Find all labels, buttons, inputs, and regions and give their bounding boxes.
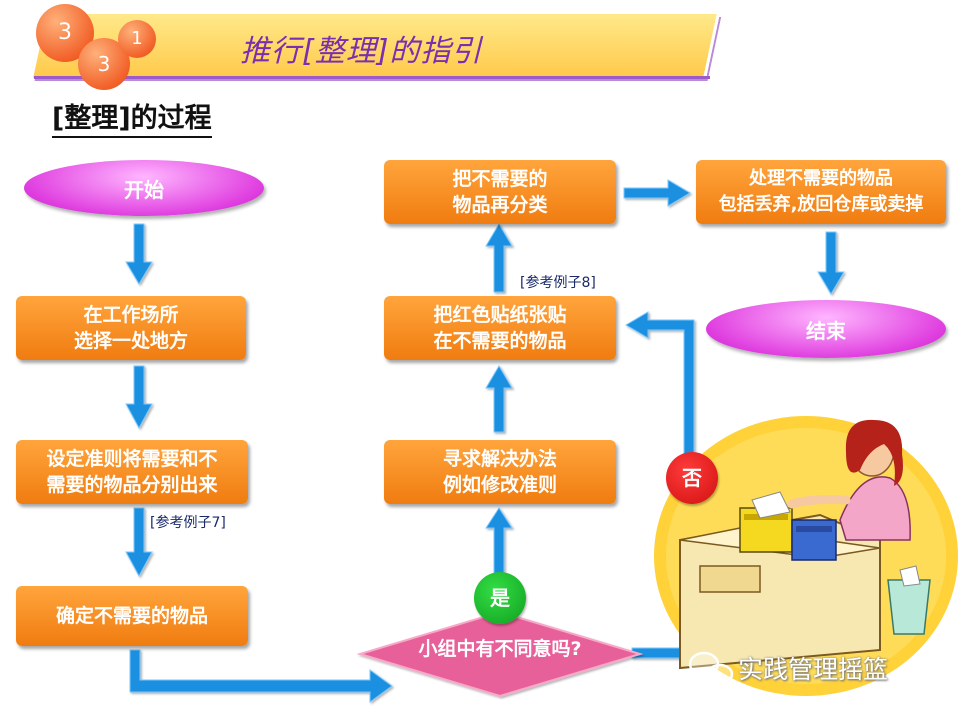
sticker-line1: 把红色贴纸张贴 <box>433 304 567 326</box>
step2-line2: 需要的物品分别出来 <box>46 474 218 496</box>
step-reclassify: 把不需要的 物品再分类 <box>384 160 616 224</box>
decision-diamond <box>356 610 644 698</box>
step1-line2: 选择一处地方 <box>73 330 188 352</box>
item-number-circle: 1 <box>118 20 156 58</box>
solve-line2: 例如修改准则 <box>442 474 557 496</box>
arrow-sticker-to-reclass <box>485 223 513 293</box>
arrow-step2-to-step3 <box>125 507 153 578</box>
watermark-text: 实践管理摇篮 <box>738 655 889 684</box>
reference-example-8: [参考例子8] <box>520 275 596 291</box>
step-set-criteria: 设定准则将需要和不 需要的物品分别出来 <box>16 440 248 504</box>
end-label: 结束 <box>806 318 846 343</box>
step1-line1: 在工作场所 <box>83 304 179 326</box>
banner-underline <box>34 76 710 79</box>
step-red-tag: 把红色贴纸张贴 在不需要的物品 <box>384 296 616 360</box>
end-oval: 结束 <box>706 300 946 358</box>
yes-badge: 是 <box>474 572 526 624</box>
arrow-decision-to-solve <box>485 507 513 575</box>
sticker-line2: 在不需要的物品 <box>433 330 567 352</box>
reference-example-7: [参考例子7] <box>150 515 226 531</box>
step-dispose-items: 处理不需要的物品 包括丢弃,放回仓库或卖掉 <box>696 160 946 224</box>
section-title: [整理]的过程 <box>52 102 212 138</box>
decision-label: 小组中有不同意吗? <box>418 638 582 660</box>
office-worker-illustration <box>654 416 958 696</box>
arrow-step1-to-step2 <box>125 365 153 430</box>
reclass-line2: 物品再分类 <box>452 194 548 216</box>
solve-line1: 寻求解决办法 <box>442 448 557 470</box>
step-select-location: 在工作场所 选择一处地方 <box>16 296 246 360</box>
handle-line2: 包括丢弃,放回仓库或卖掉 <box>718 194 924 215</box>
wechat-icon <box>688 651 734 685</box>
step2-line1: 设定准则将需要和不 <box>46 448 218 470</box>
arrow-handle-to-end <box>817 231 845 295</box>
handle-line1: 处理不需要的物品 <box>749 168 893 189</box>
arrow-reclass-to-handle <box>623 179 691 207</box>
start-oval: 开始 <box>24 160 264 216</box>
no-badge: 否 <box>666 452 718 504</box>
arrow-start-to-step1 <box>125 223 153 285</box>
step3-label: 确定不需要的物品 <box>55 605 208 627</box>
page-title: 推行[整理]的指引 <box>240 34 483 69</box>
reclass-line1: 把不需要的 <box>452 168 548 190</box>
arrow-step3-to-decision <box>129 649 393 703</box>
arrow-solve-to-sticker <box>485 365 513 433</box>
step-find-solution: 寻求解决办法 例如修改准则 <box>384 440 616 504</box>
start-label: 开始 <box>124 177 164 202</box>
step-identify-unneeded: 确定不需要的物品 <box>16 586 248 646</box>
